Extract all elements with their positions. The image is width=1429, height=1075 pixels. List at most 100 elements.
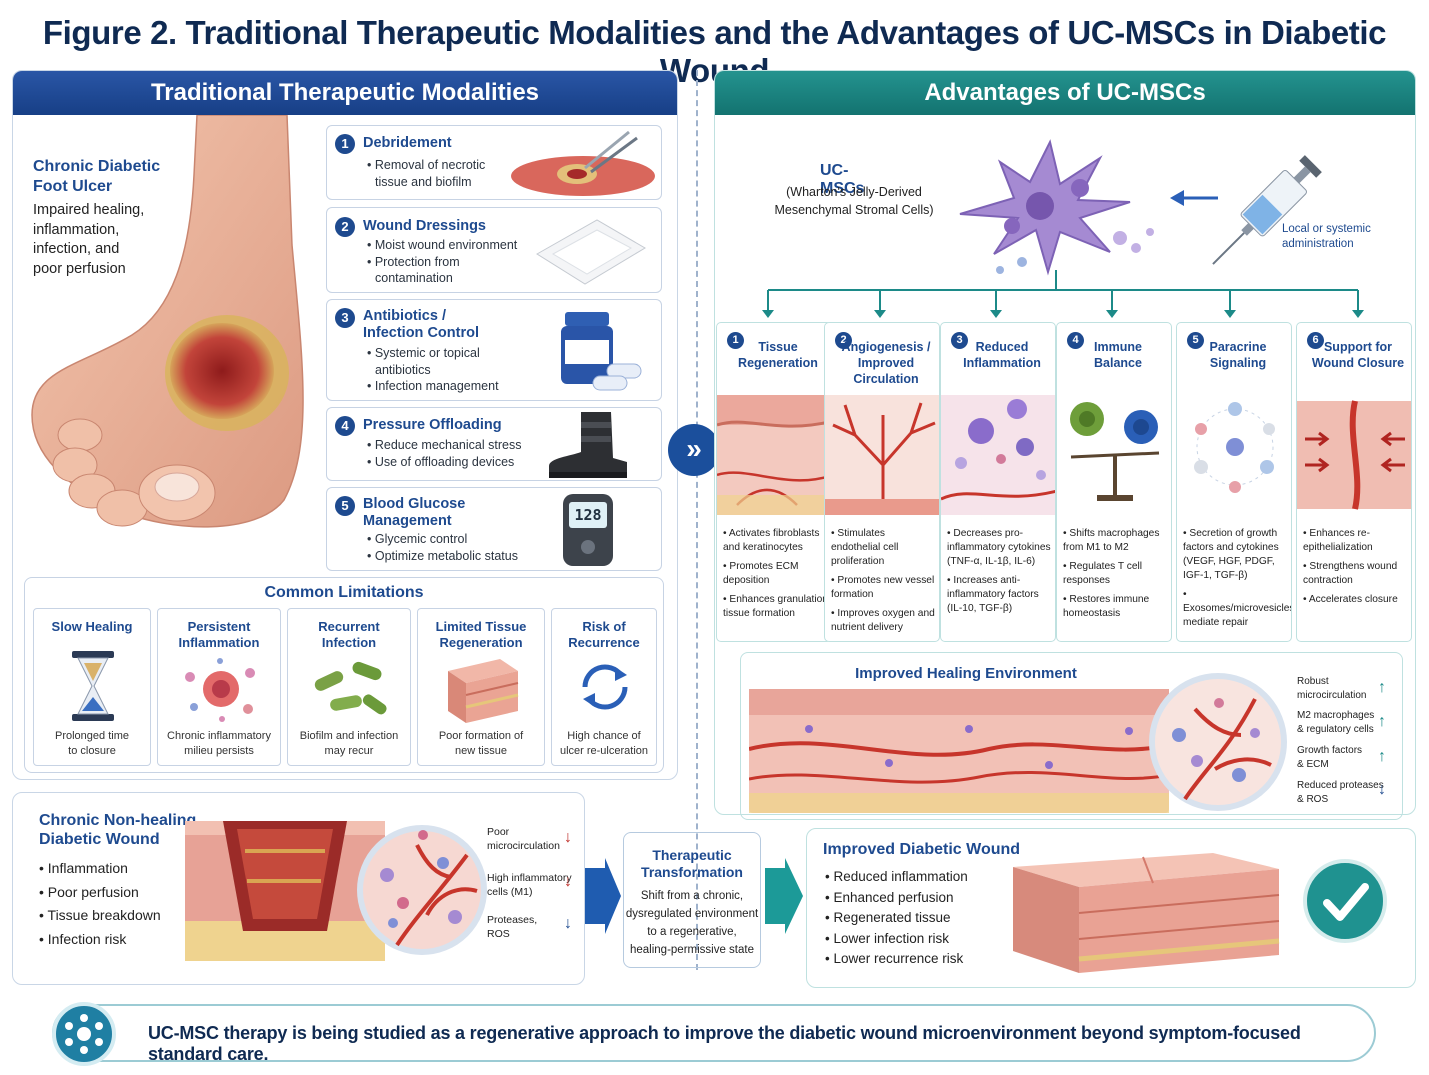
syringe-icon (1212, 155, 1322, 265)
limitation-risk-of-recurrence: Risk of Recurrence High chance of ulcer … (551, 608, 657, 766)
modality-bullets: • Systemic or topical antibiotics • Infe… (367, 346, 499, 393)
healed-tissue-illustration (1013, 853, 1280, 973)
transformation-title: Therapeutic Transformation (641, 847, 743, 880)
bottom-statement-bar: UC-MSC therapy is being studied as a reg… (52, 1002, 1376, 1066)
chronic-wound-title: Chronic Non-healing Diabetic Wound (39, 812, 197, 848)
modality-card-pressure-offloading: 4 Pressure Offloading • Reduce mechanica… (326, 407, 662, 481)
glucose-reading: 128 (569, 502, 607, 528)
advantage-reduced-inflammation: 3 Reduced Inflammation • Decreases pro-i… (940, 322, 1056, 642)
debridement-illustration (511, 130, 655, 196)
step-number: 3 (951, 332, 968, 349)
checkmark-icon (1303, 859, 1387, 943)
ulcer-title: Chronic Diabetic Foot Ulcer (33, 158, 161, 195)
arrow-down-icon: ↓ (564, 829, 572, 846)
cell-network-icon (52, 1002, 116, 1066)
ulcer-description: Impaired healing, inflammation, infectio… (33, 202, 145, 277)
therapeutic-transformation-box: Therapeutic Transformation Shift from a … (623, 832, 761, 968)
bacteria-icon (314, 661, 387, 715)
modality-bullets: • Removal of necrotic tissue and biofilm (367, 158, 486, 189)
limitation-slow-healing: Slow Healing Prolonged time to closure (33, 608, 151, 766)
modality-card-blood-glucose: 5 Blood Glucose Management • Glycemic co… (326, 487, 662, 571)
modality-title: Debridement (363, 135, 452, 151)
chronic-microenvironment-magnifier (357, 825, 487, 955)
healing-tissue-illustration (749, 689, 1169, 813)
note-high-inflammatory-cells: High inflammatory cells (M1) (487, 872, 572, 898)
arrow-right-icon (585, 858, 621, 934)
blood-vessels-illustration (825, 395, 939, 515)
inflammatory-cell-icon (185, 658, 255, 722)
forward-chevron-icon: » (668, 424, 720, 476)
uc-mscs-label: UC-MSCs (820, 162, 865, 197)
immune-cells-illustration (941, 395, 1055, 515)
advantage-paracrine-signaling: 5 Paracrine Signaling • Secretion of gro… (1176, 322, 1292, 642)
paracrine-vesicles-illustration (1194, 402, 1275, 493)
advantages-header: Advantages of UC-MSCs (715, 71, 1415, 115)
improved-wound-title: Improved Diabetic Wound (823, 841, 1021, 858)
hourglass-icon (72, 651, 114, 721)
panel-divider (696, 70, 698, 970)
advantage-wound-closure: 6 Support for Wound Closure • Enhances r… (1296, 322, 1412, 642)
step-number: 5 (335, 496, 355, 516)
modality-card-wound-dressings: 2 Wound Dressings • Moist wound environm… (326, 207, 662, 293)
step-number: 6 (1307, 332, 1324, 349)
wound-closure-illustration (1297, 400, 1411, 510)
env-note-m2-macrophages: M2 macrophages & regulatory cells (1297, 710, 1375, 735)
administration-note: Local or systemic administration (1282, 223, 1371, 250)
advantage-bullets: • Enhances re-epithelialization • Streng… (1303, 528, 1398, 605)
step-number: 1 (335, 134, 355, 154)
chronic-wound-box: Chronic Non-healing Diabetic Wound • Inf… (12, 792, 585, 985)
note-proteases-ros: Proteases, ROS (487, 914, 538, 940)
transformation-text: Shift from a chronic, dysregulated envir… (625, 890, 759, 956)
arrow-up-icon: ↑ (1378, 713, 1386, 730)
glucose-meter-icon: 128 (563, 494, 613, 566)
modality-card-debridement: 1 Debridement • Removal of necrotic tiss… (326, 125, 662, 200)
advantage-tissue-regeneration: 1 Tissue Regeneration • Activates fibrob… (716, 322, 832, 642)
env-note-microcirculation: Robust microcirculation (1297, 676, 1367, 701)
modality-title: Wound Dressings (363, 218, 486, 234)
step-number: 2 (335, 217, 355, 237)
advantage-angiogenesis: 2 Angiogenesis / Improved Circulation • … (824, 322, 940, 642)
modality-title: Blood Glucose Management (363, 496, 466, 529)
branch-connector-lines (762, 270, 1364, 318)
env-note-reduced-proteases: Reduced proteases & ROS (1297, 780, 1384, 805)
arrow-up-icon: ↓ (564, 873, 572, 890)
limitations-title: Common Limitations (264, 584, 424, 601)
improved-wound-box: Improved Diabetic Wound • Reduced inflam… (806, 828, 1416, 988)
limitation-recurrent-infection: Recurrent Infection Biofilm and infectio… (287, 608, 411, 766)
advantage-immune-balance: 4 Immune Balance • Shifts macrophages fr… (1056, 322, 1172, 642)
tissue-block-icon (448, 659, 519, 723)
limitation-limited-regeneration: Limited Tissue Regeneration Poor formati… (417, 608, 545, 766)
step-number: 3 (335, 308, 355, 328)
advantage-bullets: • Secretion of growth factors and cytoki… (1183, 528, 1292, 628)
diabetic-foot-illustration (31, 115, 304, 528)
step-number: 4 (335, 416, 355, 436)
step-number: 2 (835, 332, 852, 349)
env-note-growth-factors: Growth factors & ECM (1297, 745, 1363, 770)
dressing-pad-illustration (536, 219, 646, 285)
chronic-wound-tissue-illustration (185, 821, 385, 961)
modality-bullets: • Moist wound environment • Protection f… (367, 238, 518, 285)
step-number: 4 (1067, 332, 1084, 349)
chronic-wound-bullets: • Inflammation • Poor perfusion • Tissue… (39, 860, 161, 947)
arrow-right-icon (765, 858, 803, 934)
uc-mscs-subtitle: (Wharton's Jelly-Derived Mesenchymal Str… (774, 185, 934, 217)
advantage-bullets: • Activates fibroblasts and keratinocyte… (723, 528, 828, 619)
modality-title: Antibiotics / Infection Control (363, 308, 479, 341)
traditional-modalities-header: Traditional Therapeutic Modalities (13, 71, 677, 115)
modality-bullets: • Glycemic control • Optimize metabolic … (367, 532, 518, 563)
arrow-up-icon: ↑ (1378, 679, 1386, 696)
arrow-up-icon: ↑ (1378, 748, 1386, 765)
note-poor-microcirculation: Poor microcirculation (487, 826, 560, 852)
environment-title: Improved Healing Environment (855, 665, 1077, 682)
modality-bullets: • Reduce mechanical stress • Use of offl… (367, 438, 522, 469)
bottom-statement: UC-MSC therapy is being studied as a reg… (148, 1023, 1301, 1064)
recurrence-cycle-icon (582, 664, 628, 710)
balance-scale-icon (1070, 402, 1160, 501)
stem-cell-cluster-illustration (959, 139, 1154, 276)
limitation-persistent-inflammation: Persistent Inflammation Chronic inflamma… (157, 608, 281, 766)
improved-wound-bullets: • Reduced inflammation • Enhanced perfus… (825, 869, 968, 966)
offloading-boot-icon (549, 412, 627, 478)
advantage-bullets: • Decreases pro-inflammatory cytokines (… (947, 528, 1051, 614)
tissue-layers-illustration (717, 395, 831, 515)
advantage-bullets: • Shifts macrophages from M1 to M2 • Reg… (1063, 528, 1160, 619)
